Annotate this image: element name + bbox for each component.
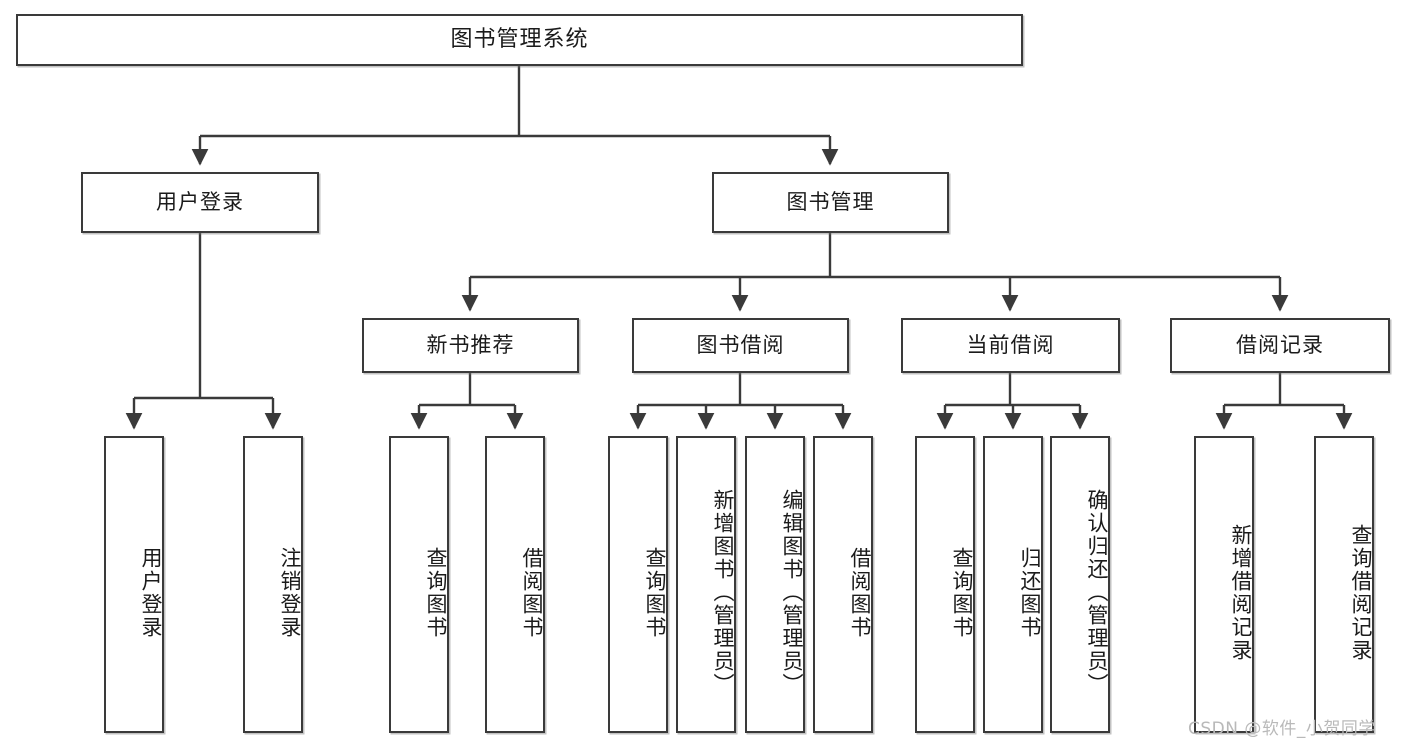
node-new-book-recommend[interactable]: 新书推荐 [362,318,579,373]
leaf-borrow-book-br[interactable]: 借阅图书 [813,436,873,733]
leaf-return-book-label: 归还图书 [1018,546,1042,639]
csdn-watermark: CSDN @软件_小贺同学 [1188,719,1376,739]
node-borrow-record-label: 借阅记录 [1236,332,1324,357]
leaf-query-book-rec[interactable]: 查询图书 [389,436,449,733]
node-new-book-recommend-label: 新书推荐 [426,332,515,357]
leaf-query-book-rec-label: 查询图书 [424,546,448,639]
leaf-query-book-br[interactable]: 查询图书 [608,436,668,733]
node-book-borrow[interactable]: 图书借阅 [632,318,849,373]
node-user-login-label: 用户登录 [156,189,244,214]
leaf-query-borrow-record[interactable]: 查询借阅记录 [1314,436,1374,733]
leaf-borrow-book-rec[interactable]: 借阅图书 [485,436,545,733]
leaf-logout[interactable]: 注销登录 [243,436,303,733]
node-book-management[interactable]: 图书管理 [712,172,949,233]
leaf-query-borrow-record-label: 查询借阅记录 [1349,523,1373,662]
node-root[interactable]: 图书管理系统 [16,14,1023,66]
leaf-edit-book[interactable]: 编辑图书（管理员） [745,436,805,733]
leaf-logout-label: 注销登录 [278,546,302,639]
leaf-query-book-br-label: 查询图书 [643,546,667,639]
leaf-borrow-book-rec-label: 借阅图书 [520,546,544,639]
leaf-add-book[interactable]: 新增图书（管理员） [676,436,736,733]
node-book-management-label: 图书管理 [786,189,875,214]
node-root-label: 图书管理系统 [450,26,589,52]
node-current-borrow-label: 当前借阅 [966,332,1055,357]
leaf-user-login-label: 用户登录 [139,546,163,639]
node-borrow-record[interactable]: 借阅记录 [1170,318,1390,373]
leaf-add-book-label: 新增图书（管理员） [711,489,735,696]
node-book-borrow-label: 图书借阅 [696,332,785,357]
leaf-borrow-book-br-label: 借阅图书 [848,546,872,639]
leaf-confirm-return-label: 确认归还（管理员） [1085,489,1109,696]
leaf-confirm-return[interactable]: 确认归还（管理员） [1050,436,1110,733]
leaf-user-login[interactable]: 用户登录 [104,436,164,733]
leaf-query-book-cb-label: 查询图书 [950,546,974,639]
leaf-edit-book-label: 编辑图书（管理员） [780,489,804,696]
node-current-borrow[interactable]: 当前借阅 [901,318,1120,373]
leaf-return-book[interactable]: 归还图书 [983,436,1043,733]
leaf-query-book-cb[interactable]: 查询图书 [915,436,975,733]
node-user-login[interactable]: 用户登录 [81,172,319,233]
leaf-add-borrow-record[interactable]: 新增借阅记录 [1194,436,1254,733]
leaf-add-borrow-record-label: 新增借阅记录 [1229,523,1253,662]
